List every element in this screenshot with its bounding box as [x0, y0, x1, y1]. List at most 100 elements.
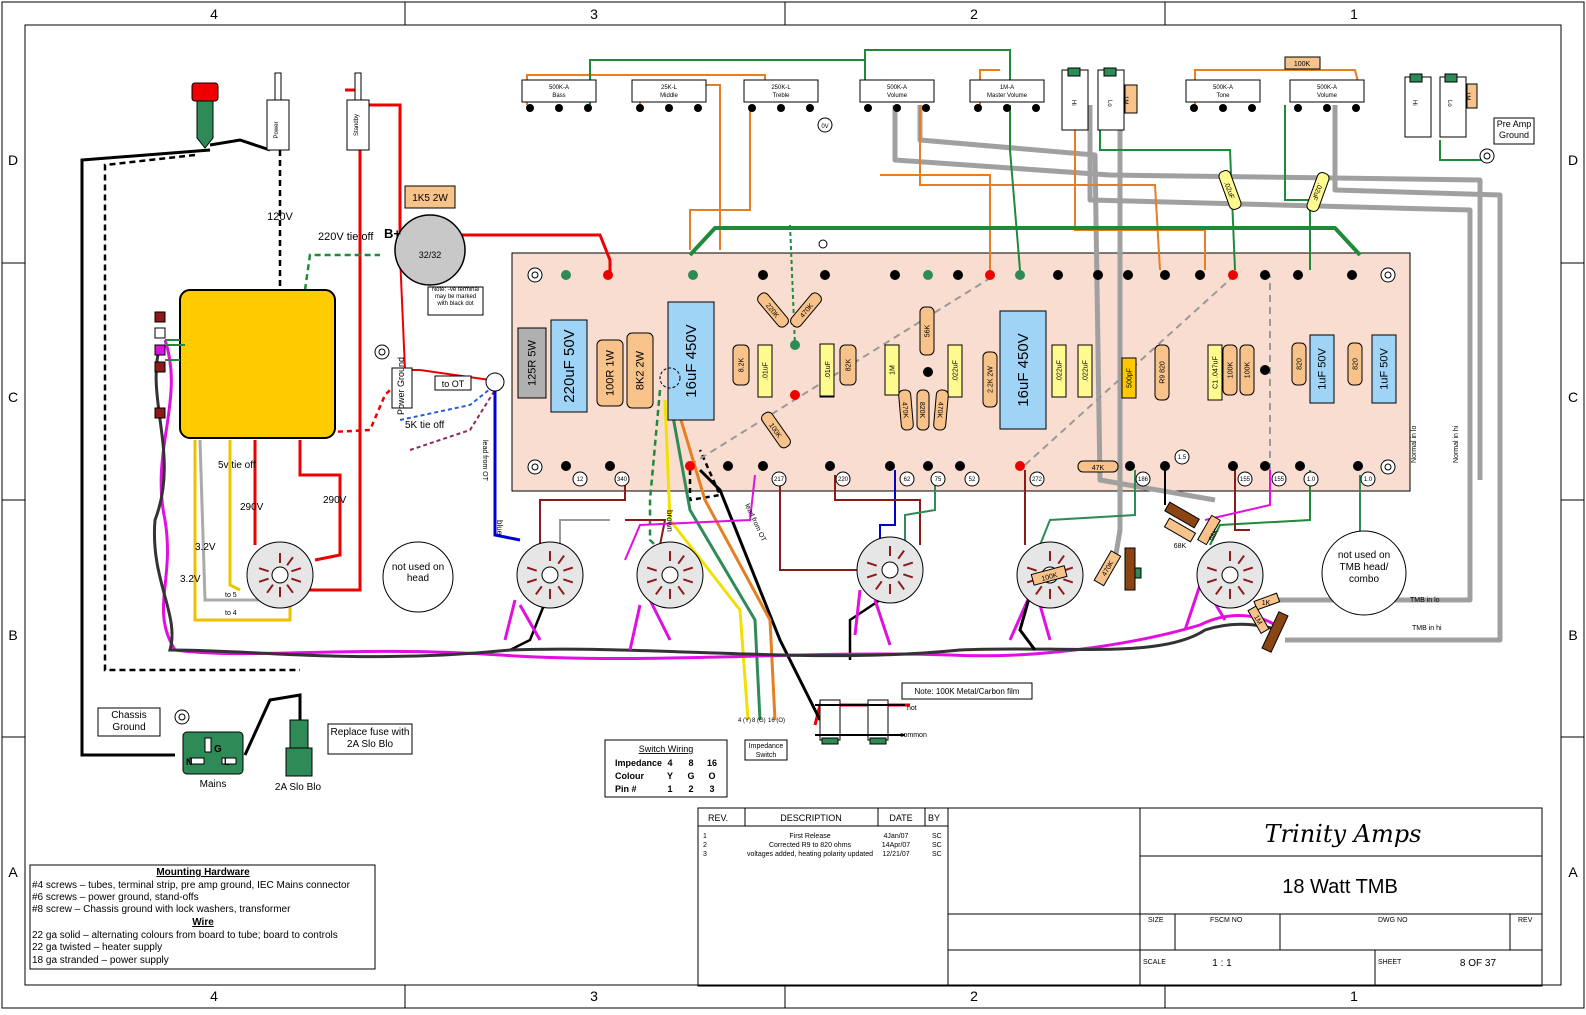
turret-lug — [1295, 461, 1305, 471]
jack-label: Hi — [1411, 100, 1417, 106]
board-component: .01uF — [757, 344, 773, 398]
turret-lug — [985, 270, 995, 280]
board-component: 820 — [1291, 342, 1307, 386]
rev-number: 1 — [703, 833, 707, 840]
rev-header: BY — [928, 813, 940, 823]
not-used-on-head-label: not used on head — [391, 562, 445, 584]
switch-wiring-cell: O — [708, 771, 715, 781]
pot-value: 250K-L — [771, 85, 791, 91]
tube-socket — [516, 541, 584, 609]
voltage-node-label: 217 — [774, 477, 785, 483]
switch-wiring-row-label: Pin # — [615, 784, 637, 794]
turret-lug — [561, 270, 571, 280]
component-label: .022uF — [952, 360, 959, 382]
voltage-node-label: 1.0 — [1364, 477, 1373, 483]
title-block — [947, 807, 1543, 987]
power-switch[interactable]: Power — [266, 72, 290, 151]
component-label: 2.2K 2W — [987, 366, 994, 393]
impedance-switch[interactable] — [744, 739, 788, 761]
switch-wiring-row-label: Colour — [615, 771, 644, 781]
potentiometer[interactable]: 500K-A Volume — [859, 79, 935, 112]
dwg-label: DWG NO — [1378, 917, 1408, 924]
replace-fuse-text: Replace fuse with 2A Slo Blo — [330, 727, 410, 750]
board-component: .02uF — [1218, 170, 1242, 210]
turret-lug — [890, 270, 900, 280]
board-component: .02uF — [1306, 172, 1330, 212]
board-component: 125R 5W — [517, 327, 547, 399]
component-label: .022uF — [1056, 360, 1063, 382]
turret-lug — [923, 367, 933, 377]
input-jacks-normal[interactable]: Hi Lo — [1061, 67, 1125, 131]
turret-lug — [1353, 461, 1363, 471]
turret-lug — [1260, 270, 1270, 280]
voltage-node-label: 52 — [969, 477, 976, 483]
board-component: 1uF 50V — [1371, 334, 1397, 404]
pot-name: Volume — [1317, 93, 1338, 99]
board-component: 470K — [933, 389, 949, 431]
switch-wiring-title: Switch Wiring — [639, 744, 694, 754]
standby-switch[interactable]: Standby — [346, 72, 370, 151]
ot-grommet — [485, 372, 505, 392]
zone-col-label: 1 — [1350, 6, 1358, 22]
transformer-tabs — [154, 311, 166, 419]
sheet-value: 8 OF 37 — [1460, 958, 1497, 969]
replace-fuse-note — [327, 723, 413, 755]
component-label: 100K — [1244, 362, 1251, 379]
tube-socket — [856, 536, 924, 604]
wire-line: 18 ga stranded – power supply — [32, 955, 169, 966]
component-label: 56K — [924, 324, 931, 337]
iec-mains-connector[interactable]: G N L — [182, 731, 244, 775]
turret-lug — [1053, 270, 1063, 280]
component-label: .01uF — [825, 361, 832, 379]
grid-resistor-label: 100K — [1041, 572, 1059, 583]
tube-sockets — [516, 536, 1264, 609]
board-component: 56K — [919, 306, 935, 356]
power-transformer — [179, 289, 336, 439]
voltage-node-label: 1.5 — [1178, 455, 1187, 461]
input-jacks-tmb[interactable]: Hi Lo — [1404, 73, 1467, 138]
voltage-node — [930, 471, 946, 487]
board-component: .022uF — [1077, 344, 1093, 398]
wiring-harness — [80, 49, 1490, 757]
to-5-label: to 5 — [225, 592, 237, 599]
imp-tap-label: 4 (Y) — [738, 718, 751, 724]
rev-date: 4Jan/07 — [884, 833, 909, 840]
voltage-node-label: 272 — [1032, 477, 1043, 483]
board-component: 1uF 50V — [1309, 334, 1335, 404]
voltage-node-label: 155 — [1274, 477, 1285, 483]
fuse-holder[interactable] — [285, 719, 313, 777]
jack-resistor-label: 1M — [1464, 92, 1470, 100]
speaker-jacks[interactable] — [815, 699, 905, 745]
turret-lug — [955, 461, 965, 471]
board-component: 2.2K 2W — [982, 351, 998, 408]
turret-lug — [561, 461, 571, 471]
voltage-node-label: 155 — [1240, 477, 1251, 483]
component-label: 820 — [1352, 358, 1359, 370]
note-100k-box — [901, 682, 1033, 700]
rectifier-tube-socket — [246, 541, 314, 609]
voltage-290v-b: 290V — [323, 495, 347, 506]
grid-resistor-label: 1M — [1252, 614, 1263, 626]
turret-lug — [1347, 270, 1357, 280]
component-label: 8K2 2W — [635, 350, 647, 390]
pot-name: Volume — [887, 93, 908, 99]
pot-value: 500K-A — [887, 85, 907, 91]
board-component: 1M — [884, 344, 900, 396]
size-label: SIZE — [1148, 917, 1164, 924]
board-component: .022uF — [1051, 344, 1067, 398]
to-ot-label: to OT — [442, 379, 465, 389]
imp-tap-label: 16 (O) — [768, 718, 785, 724]
voltage-node-label: 340 — [617, 477, 628, 483]
turret-lug — [790, 340, 800, 350]
switch-wiring-cell: 3 — [709, 784, 714, 794]
board-component: 500pF — [1121, 357, 1137, 399]
turret-lug — [758, 461, 768, 471]
